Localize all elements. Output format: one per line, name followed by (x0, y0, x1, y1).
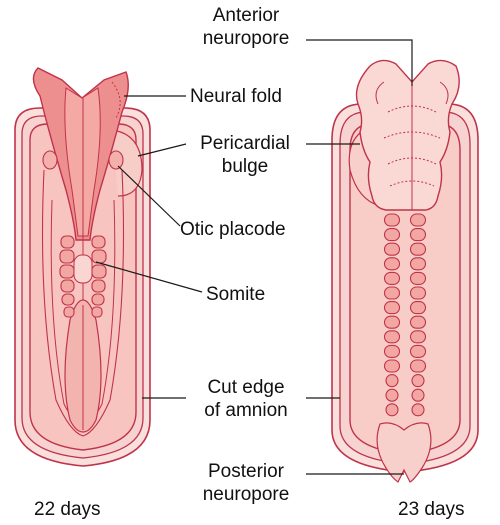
somite (409, 315, 427, 329)
somite (383, 315, 401, 329)
label-anterior-neuropore: Anterior neuropore (202, 5, 290, 49)
label-posterior-neuropore: Posterior neuropore (202, 461, 290, 505)
caption-23-days: 23 days (398, 499, 465, 520)
somite (409, 344, 427, 358)
somite (383, 359, 401, 373)
somite (385, 374, 399, 388)
leader-otic-placode (117, 165, 181, 227)
somite (411, 374, 425, 388)
label-cut-edge-of-amnion: Cut edge of amnion (204, 377, 288, 421)
somite-left-medial (73, 254, 93, 284)
somite (409, 228, 427, 242)
somite (383, 301, 401, 315)
otic-placode-left-a (108, 150, 124, 170)
leader-anterior-neuropore (306, 39, 413, 86)
label-somite: Somite (206, 284, 266, 305)
somite (383, 330, 401, 344)
leader-lines (95, 39, 413, 475)
embryo-23-days (331, 59, 479, 483)
label-otic-placode: Otic placode (180, 219, 286, 240)
somite (409, 330, 427, 344)
somite (409, 359, 427, 373)
somite (409, 242, 427, 256)
somite (383, 286, 401, 300)
label-neural-fold: Neural fold (190, 86, 282, 107)
somite (383, 242, 401, 256)
pericardial-bulge-left (111, 129, 143, 197)
somites-23-days (383, 213, 427, 417)
label-pericardial-bulge: Pericardial bulge (200, 133, 290, 177)
otic-placode-left-b (42, 150, 58, 170)
somite (383, 344, 401, 358)
posterior-neuropore-region (376, 422, 432, 483)
somite (411, 403, 425, 417)
somites-22-days (59, 235, 107, 318)
somite (411, 388, 425, 402)
somite (383, 257, 401, 271)
leader-pericardial-bulge-left (137, 143, 187, 157)
caption-22-days: 22 days (34, 499, 101, 520)
cranial-region (355, 59, 460, 211)
somite (385, 388, 399, 402)
somite (383, 228, 401, 242)
somite (409, 286, 427, 300)
embryo-22-days (14, 67, 151, 467)
somite (409, 271, 427, 285)
somite (385, 403, 399, 417)
somite (383, 271, 401, 285)
somite (409, 301, 427, 315)
somite (409, 213, 427, 227)
somite (383, 213, 401, 227)
somite (409, 257, 427, 271)
leader-somite (95, 261, 203, 293)
